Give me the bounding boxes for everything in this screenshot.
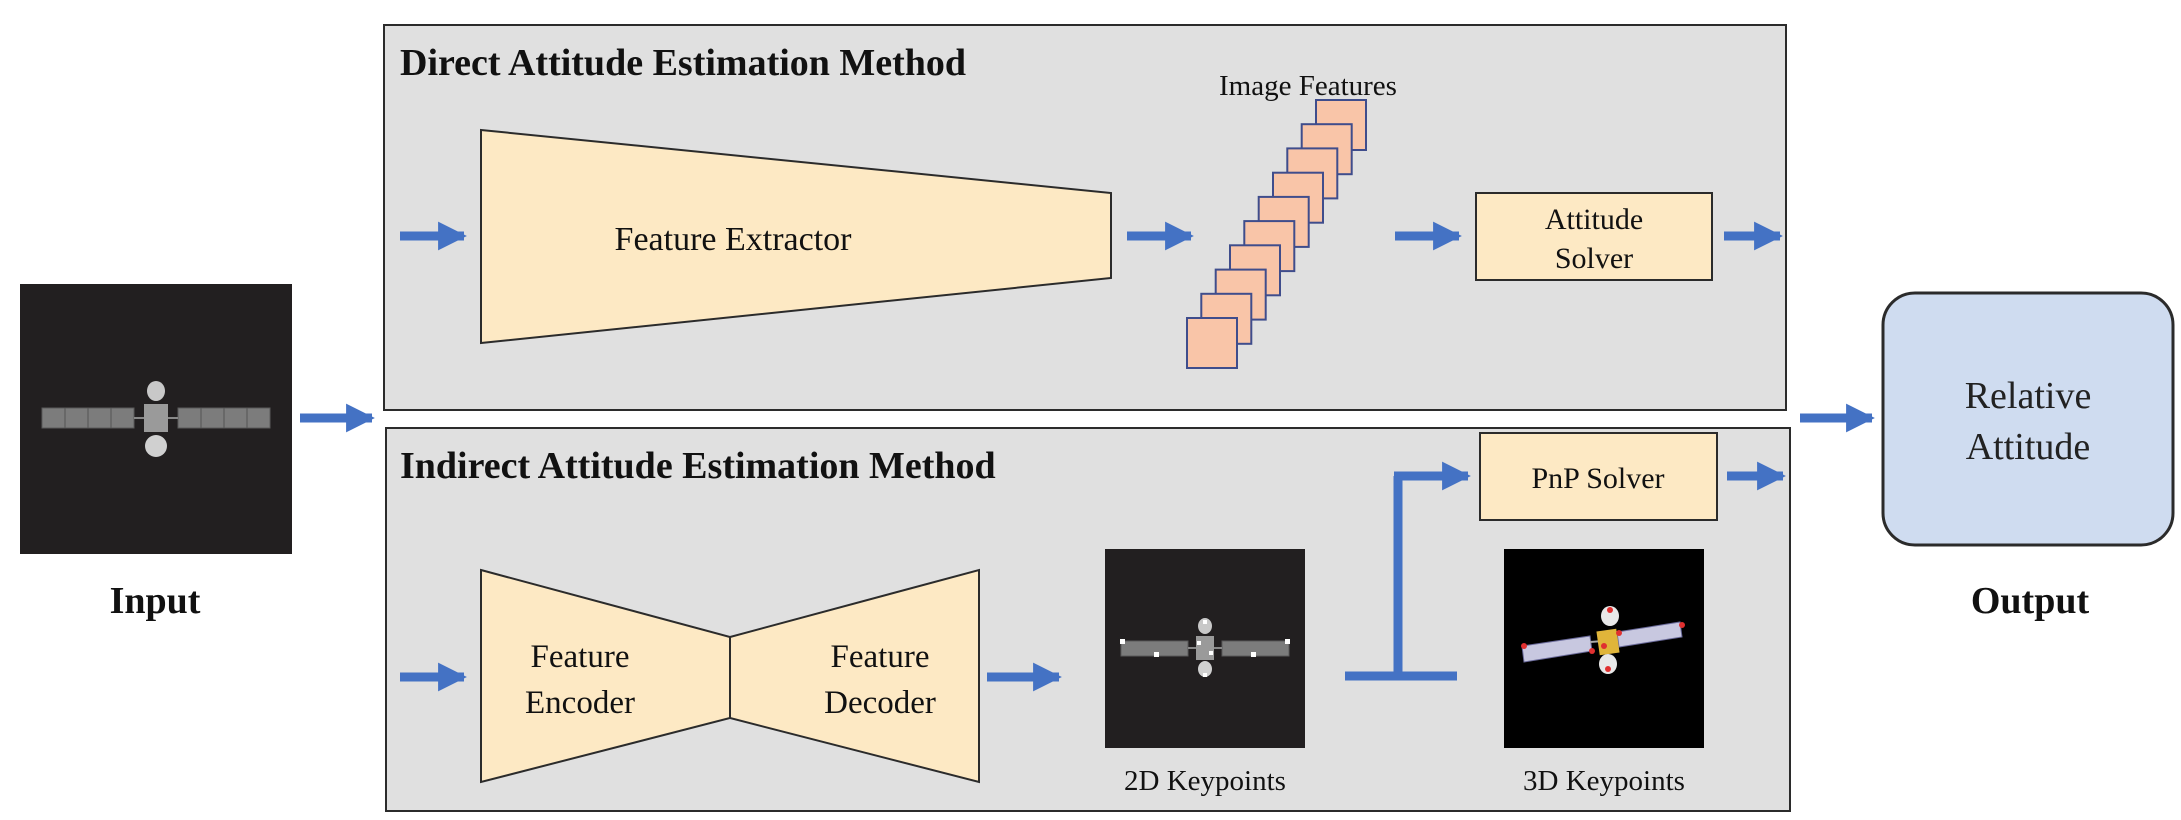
- feature-extractor-label: Feature Extractor: [615, 221, 853, 258]
- direct-method-title: Direct Attitude Estimation Method: [400, 42, 966, 84]
- feature-encoder-label-line2: Encoder: [525, 685, 635, 721]
- feature-decoder-block: [729, 568, 980, 784]
- feature-decoder-label-line2: Decoder: [824, 685, 936, 721]
- attitude-solver-block: [1475, 192, 1713, 281]
- attitude-solver-label-line2: Solver: [1555, 242, 1633, 275]
- keypoints-2d-image: [1105, 549, 1305, 748]
- keypoints-3d-label: 3D Keypoints: [1523, 765, 1685, 797]
- input-image: [20, 284, 292, 554]
- attitude-solver-label-line1: Attitude: [1545, 203, 1643, 236]
- feature-encoder-label-line1: Feature: [531, 639, 630, 675]
- keypoints-2d-label: 2D Keypoints: [1124, 765, 1286, 797]
- feature-extractor-block: [480, 128, 1112, 345]
- relative-attitude-box: [1881, 291, 2175, 547]
- input-label: Input: [110, 580, 201, 622]
- output-label: Output: [1971, 580, 2090, 622]
- relative-attitude-line1: Relative: [1965, 375, 2092, 417]
- pnp-solver-block: [1479, 432, 1718, 521]
- pnp-solver-label: PnP Solver: [1531, 462, 1664, 495]
- image-features-label: Image Features: [1219, 70, 1397, 102]
- feature-decoder-label-line1: Feature: [831, 639, 930, 675]
- indirect-method-title: Indirect Attitude Estimation Method: [400, 445, 996, 487]
- relative-attitude-line2: Attitude: [1966, 426, 2091, 468]
- keypoints-3d-image: [1504, 549, 1704, 748]
- image-features-stack: [1186, 99, 1367, 369]
- feature-map-10: [1186, 317, 1238, 369]
